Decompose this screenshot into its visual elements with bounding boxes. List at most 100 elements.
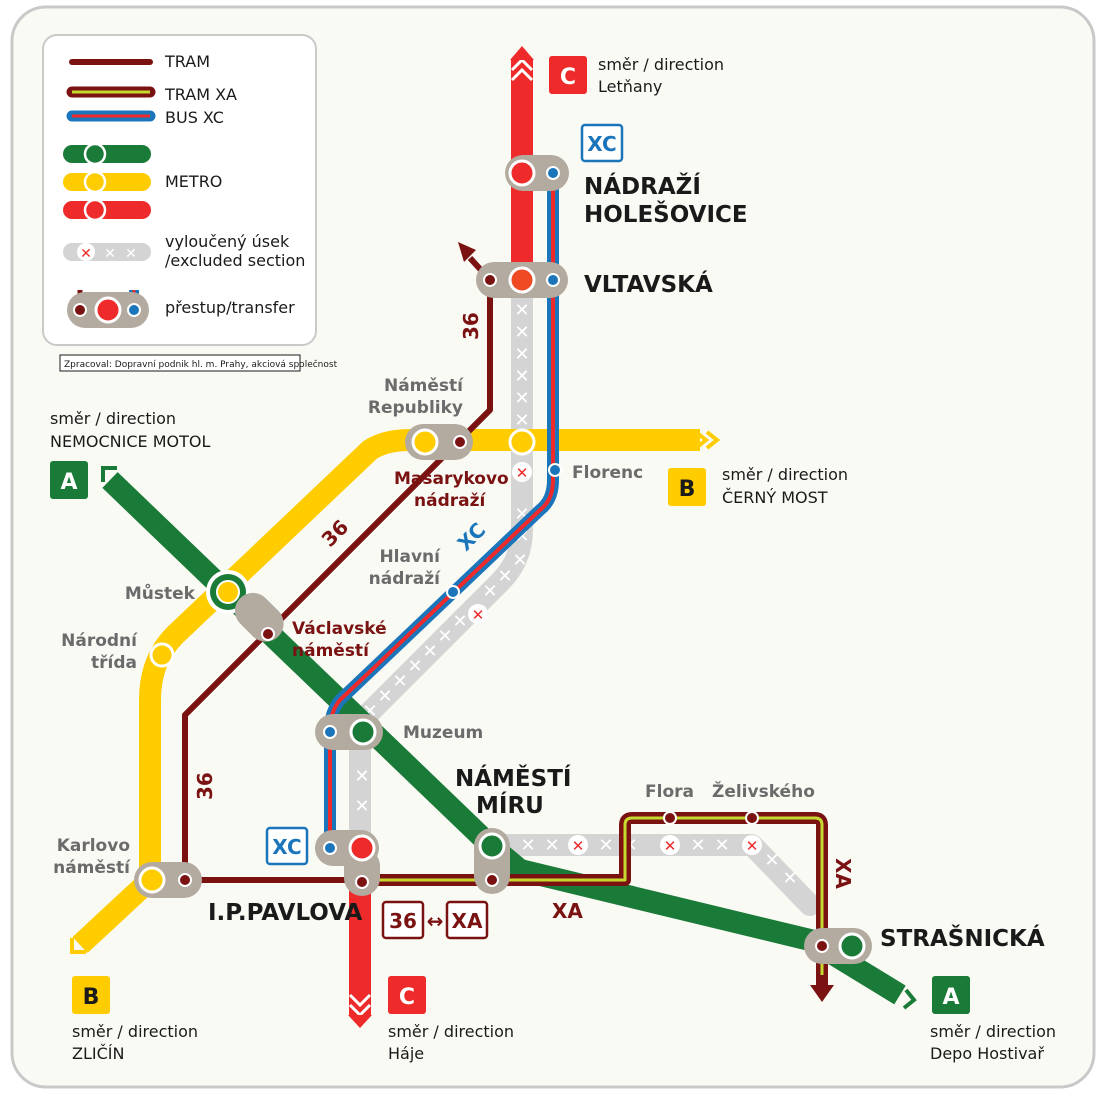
svg-text:✕: ✕ [514,322,529,343]
legend-transfer: přestup/transfer [165,298,295,317]
svg-text:✕: ✕ [714,835,729,856]
svg-text:✕: ✕ [514,300,529,321]
label-mustek: Můstek [125,582,196,604]
svg-text:C: C [560,65,576,90]
svg-text:✕: ✕ [80,246,92,262]
svg-text:✕: ✕ [572,837,585,855]
svg-text:✕: ✕ [452,611,467,632]
legend: TRAM TRAM XA BUS XC METRO ✕ ✕ ✕ vyloučen… [42,34,317,346]
label-namesti-republiky-1: Náměstí [384,376,464,396]
svg-text:↔: ↔ [427,909,444,933]
transfer-nodes [134,155,872,964]
label-nadrazi-holesovice-2: HOLEŠOVICE [584,200,748,228]
legend-excluded-1: vyloučený úsek [165,232,290,251]
svg-text:Zpracoval: Dopravní podnik hl.: Zpracoval: Dopravní podnik hl. m. Prahy,… [64,359,338,370]
svg-text:✕: ✕ [472,606,485,624]
tram-xa-route [360,812,834,1002]
svg-text:XC: XC [272,835,301,859]
svg-text:NEMOCNICE MOTOL: NEMOCNICE MOTOL [50,432,210,451]
svg-text:✕: ✕ [497,566,512,587]
legend-tram-xa: TRAM XA [164,85,237,104]
svg-text:✕: ✕ [354,796,369,817]
label-florenc: Florenc [572,463,643,483]
label-flora: Flora [645,782,694,802]
legend-bus-xc: BUS XC [165,108,224,127]
tram-36-label-south: 36 [193,772,217,800]
direction-a-west: směr / direction NEMOCNICE MOTOL A [50,409,210,499]
svg-text:✕: ✕ [746,837,759,855]
label-muzeum: Muzeum [403,723,483,743]
label-namesti-republiky-2: Republiky [368,398,463,418]
label-masarykovo-1: Masarykovo [394,469,509,489]
label-namesti-miru-1: NÁMĚSTÍ [455,764,571,792]
svg-text:Háje: Háje [388,1044,424,1063]
svg-text:XC: XC [587,132,616,156]
label-narodni-2: třída [91,653,137,673]
svg-text:✕: ✕ [422,641,437,662]
svg-text:směr / direction: směr / direction [722,465,848,484]
direction-b-east: B směr / direction ČERNÝ MOST [668,465,848,507]
svg-text:✕: ✕ [125,246,137,262]
legend-tram: TRAM [164,52,210,71]
label-zelivskeho: Želivského [712,780,815,802]
svg-text:✕: ✕ [514,366,529,387]
svg-text:ČERNÝ MOST: ČERNÝ MOST [722,488,828,507]
label-vaclavske-2: náměstí [292,641,370,661]
xc-badge-south: XC [265,826,309,866]
svg-text:✕: ✕ [516,464,529,482]
direction-c-north: C směr / direction Letňany [549,55,724,96]
label-strasnicka: STRAŠNICKÁ [880,924,1045,952]
direction-c-south: C směr / direction Háje [388,976,514,1063]
label-karlovo-1: Karlovo [57,836,130,856]
svg-text:A: A [942,985,959,1010]
label-narodni-1: Národní [61,631,138,651]
credit-note: Zpracoval: Dopravní podnik hl. m. Prahy,… [59,354,338,372]
svg-text:B: B [679,477,696,502]
svg-text:✕: ✕ [782,868,797,889]
label-nadrazi-holesovice-1: NÁDRAŽÍ [584,172,701,200]
xc-badge-north: XC [580,123,624,163]
svg-text:✕: ✕ [544,835,559,856]
svg-text:směr / direction: směr / direction [50,409,176,428]
svg-text:✕: ✕ [514,388,529,409]
label-karlovo-2: náměstí [53,858,131,878]
label-hlavni-1: Hlavní [379,547,441,567]
svg-text:XA: XA [452,909,483,933]
svg-text:B: B [83,985,100,1010]
legend-excluded-2: /excluded section [165,251,305,270]
svg-text:✕: ✕ [664,837,677,855]
svg-text:36: 36 [389,909,417,933]
label-ip-pavlova: I.P.PAVLOVA [208,900,362,926]
svg-text:C: C [399,985,415,1010]
svg-text:✕: ✕ [482,581,497,602]
svg-text:✕: ✕ [377,686,392,707]
svg-text:✕: ✕ [520,835,535,856]
svg-text:✕: ✕ [514,410,529,431]
direction-b-west: B směr / direction ZLIČÍN [72,976,198,1063]
svg-text:✕: ✕ [764,850,779,871]
metro-line-b [70,429,721,954]
svg-text:směr / direction: směr / direction [388,1022,514,1041]
svg-text:✕: ✕ [354,766,369,787]
label-vltavska: VLTAVSKÁ [584,270,713,298]
svg-text:A: A [60,470,77,495]
label-namesti-miru-2: MÍRU [476,791,544,819]
closed-station-icons: ✕ ✕ ✕ ✕ ✕ [468,462,762,855]
svg-text:Depo Hostivař: Depo Hostivař [930,1044,1044,1063]
label-hlavni-2: nádraží [369,569,441,589]
direction-a-east: A směr / direction Depo Hostivař [930,976,1056,1063]
tram-swap-badge: 36 ↔ XA [381,900,489,940]
label-masarykovo-2: nádraží [414,491,486,511]
svg-text:směr / direction: směr / direction [930,1022,1056,1041]
svg-text:✕: ✕ [407,656,422,677]
svg-text:✕: ✕ [598,835,613,856]
tram-36-label-north: 36 [459,312,483,340]
svg-text:Letňany: Letňany [598,77,662,96]
svg-text:ZLIČÍN: ZLIČÍN [72,1044,124,1063]
svg-text:✕: ✕ [690,835,705,856]
svg-text:✕: ✕ [512,550,527,571]
tram-xa-label: XA [552,899,583,923]
svg-text:směr / direction: směr / direction [72,1022,198,1041]
